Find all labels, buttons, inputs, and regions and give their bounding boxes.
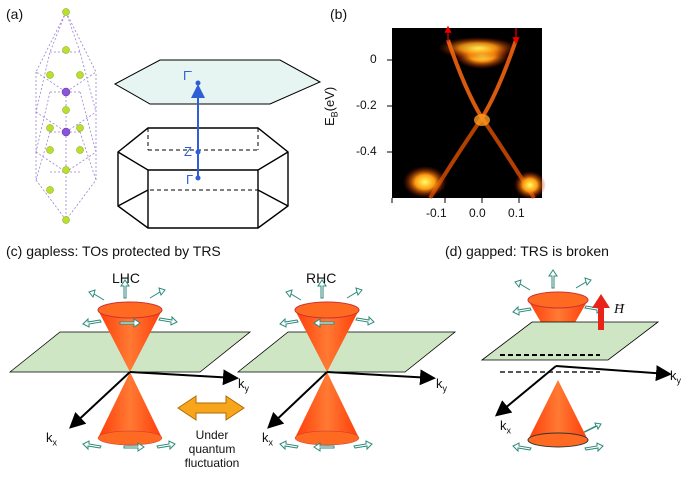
panel-c-caption: gapless: TOs protected by TRS	[26, 243, 221, 259]
ky-sub-d: y	[676, 375, 682, 386]
ky-symbol-lhc: k	[238, 376, 245, 391]
kx-sub-d: x	[506, 425, 512, 436]
y-axis-label: EB(eV)	[322, 87, 340, 126]
arpes-plot	[387, 25, 546, 203]
y-axis-symbol: E	[322, 117, 337, 126]
kx-label-rhc: kx	[262, 430, 273, 448]
fluctuation-line-1: Under	[195, 428, 229, 442]
bz-point-gamma: Γ	[186, 172, 194, 187]
panel-d-label: (d)	[445, 243, 463, 259]
ky-sub-lhc: y	[244, 383, 250, 394]
crystal-structure	[35, 8, 97, 224]
x-tick-2: 0.1	[508, 206, 525, 220]
kx-label-d: kx	[500, 418, 511, 436]
bz-point-z: Z	[184, 144, 192, 159]
quantum-fluctuation-arrow	[177, 395, 245, 421]
kx-label-lhc: kx	[46, 430, 57, 448]
bz-point-gamma-bar: Γ̄	[183, 68, 191, 83]
y-axis-subscript: B	[329, 111, 340, 118]
gapped-cone	[480, 269, 672, 453]
x-tick-1: 0.0	[469, 206, 486, 220]
ky-label-rhc: ky	[436, 376, 447, 394]
y-tick-0: 0	[370, 52, 377, 66]
dirac-cone-rhc	[236, 279, 457, 452]
panel-label-c: (c) gapless: TOs protected by TRS	[6, 243, 221, 259]
ky-sub-rhc: y	[442, 383, 448, 394]
field-label: H	[614, 302, 625, 317]
ky-label-lhc: ky	[238, 376, 249, 394]
rhc-label: RHC	[306, 270, 337, 286]
y-axis-unit: (eV)	[322, 86, 337, 112]
panel-label-b: (b)	[330, 6, 348, 22]
fluctuation-text: Under quantum fluctuation	[181, 428, 243, 470]
ky-symbol-d: k	[670, 368, 677, 383]
fluctuation-line-2: quantum	[188, 442, 236, 456]
panel-c-label: (c)	[6, 243, 23, 259]
x-tick-0: -0.1	[426, 206, 447, 220]
kx-symbol-lhc: k	[46, 430, 53, 445]
kx-symbol-rhc: k	[262, 430, 269, 445]
lhc-label: LHC	[112, 270, 141, 286]
kx-symbol-d: k	[500, 418, 507, 433]
panel-label-a: (a)	[6, 6, 24, 22]
panel-d-caption: gapped: TRS is broken	[466, 243, 609, 259]
y-tick-1: -0.2	[356, 98, 377, 112]
magnetic-field-arrow	[592, 294, 610, 330]
dirac-cone-lhc	[8, 279, 252, 452]
kx-sub-rhc: x	[268, 437, 274, 448]
fluctuation-line-3: fluctuation	[184, 456, 240, 470]
ky-label-d: ky	[670, 368, 681, 386]
y-tick-2: -0.4	[356, 144, 377, 158]
brillouin-zone	[113, 59, 322, 229]
ky-symbol-rhc: k	[436, 376, 443, 391]
panel-label-d: (d) gapped: TRS is broken	[445, 243, 609, 259]
field-vector-arrow-icon: →	[614, 296, 626, 310]
kx-sub-lhc: x	[52, 437, 58, 448]
